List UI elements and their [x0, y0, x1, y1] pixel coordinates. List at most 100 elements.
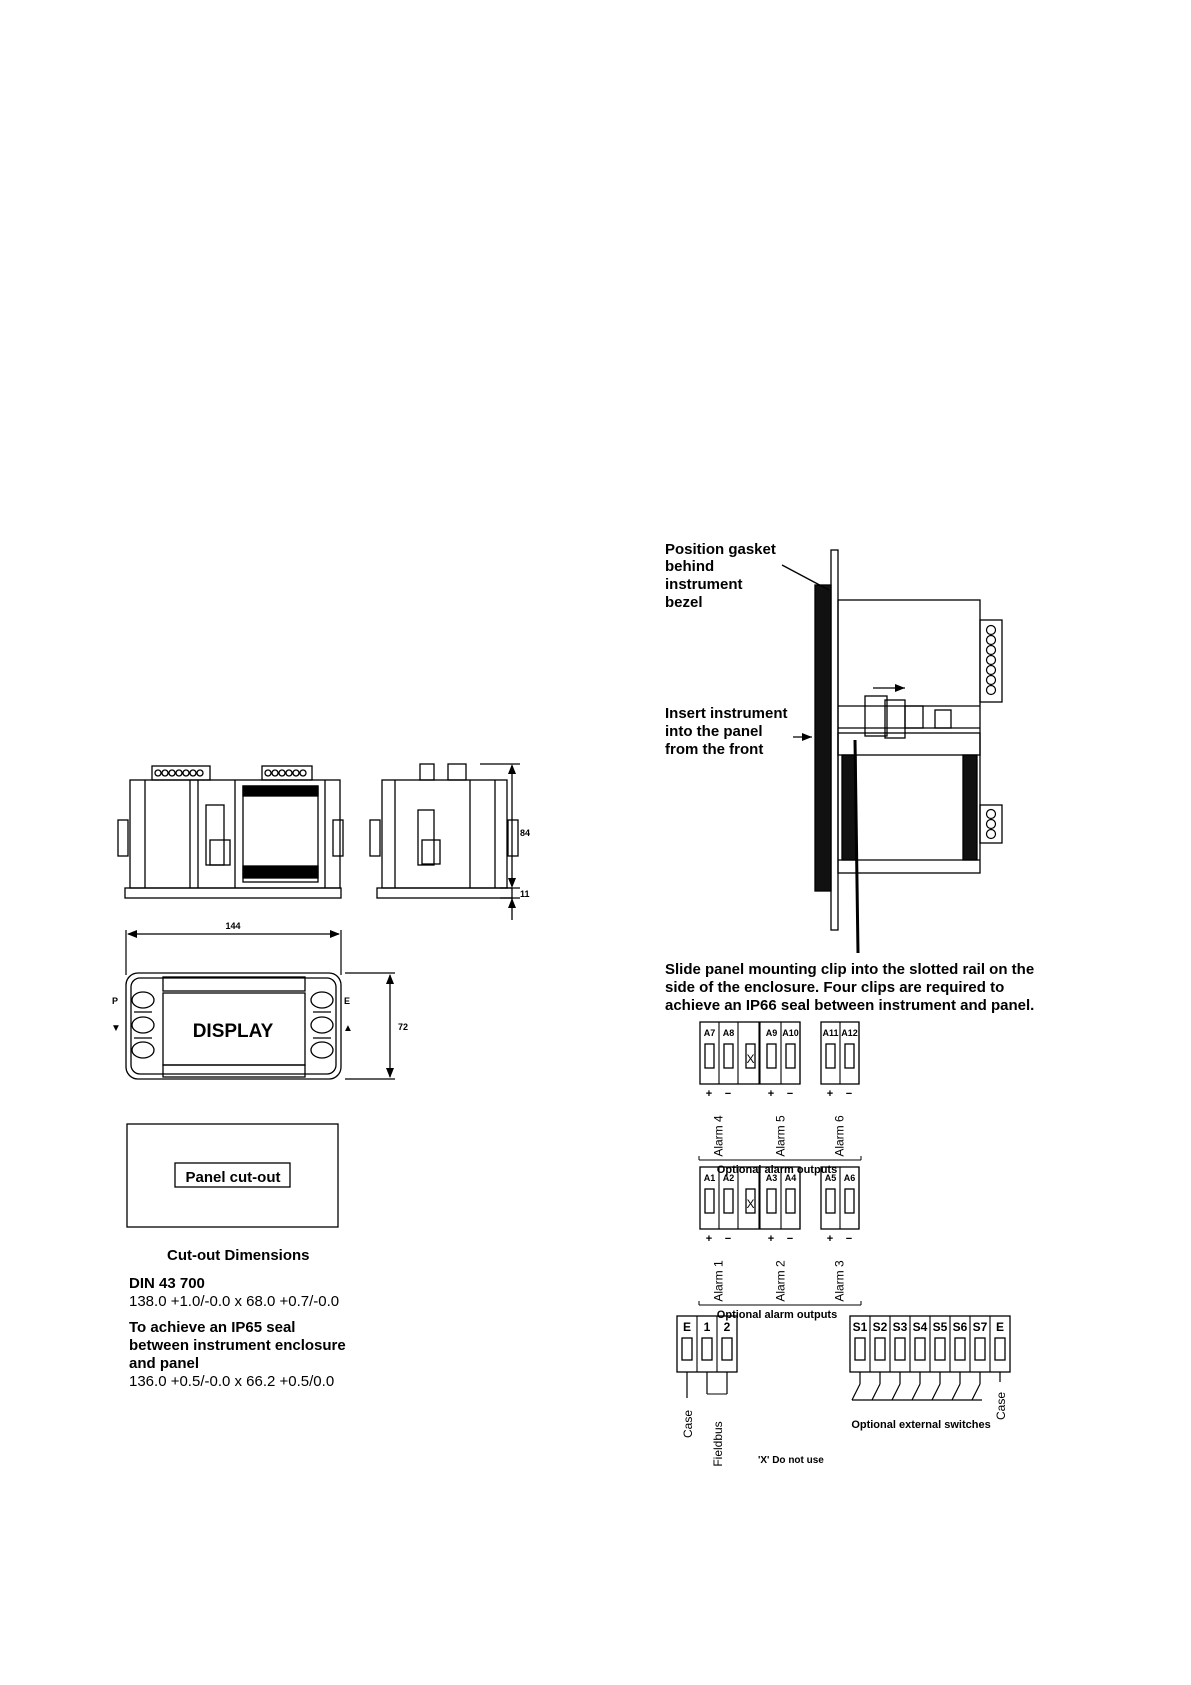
- panel-cutout-label: Panel cut-out: [185, 1169, 280, 1186]
- terminal-slot: [681, 1337, 693, 1361]
- switch-contact: [871, 1383, 881, 1401]
- gasket-note-2: behind: [665, 558, 714, 575]
- switch-contact: [931, 1383, 941, 1401]
- switch-contact: [971, 1383, 981, 1401]
- terminal-slot: [745, 1188, 756, 1214]
- terminal-plus: +: [827, 1088, 833, 1100]
- terminal-slot: [974, 1337, 986, 1361]
- terminal-plus: +: [768, 1233, 774, 1245]
- instrument-top-view: [117, 765, 344, 899]
- switch-contact: [851, 1383, 861, 1401]
- terminal-slot: [854, 1337, 866, 1361]
- terminal-minus: −: [846, 1233, 852, 1245]
- terminal-minus: −: [787, 1233, 793, 1245]
- width-arrows: [127, 930, 340, 938]
- terminal-minus: −: [725, 1088, 731, 1100]
- panel-side-view: [781, 549, 1003, 954]
- instrument-end-view: [369, 763, 520, 920]
- terminal-slot: [704, 1188, 715, 1214]
- terminal-label: 2: [724, 1320, 731, 1334]
- terminal-label: A5: [825, 1173, 837, 1183]
- terminal-slot: [766, 1188, 777, 1214]
- terminal-label: A7: [704, 1028, 716, 1038]
- terminal-label: A4: [785, 1173, 797, 1183]
- height-72-arrows: [386, 974, 394, 1078]
- side-view-arrowheads: [802, 684, 905, 741]
- terminal-slot: [704, 1043, 715, 1069]
- insert-note-1: Insert instrument: [665, 705, 788, 722]
- ip65-value: 136.0 +0.5/-0.0 x 66.2 +0.5/0.0: [129, 1373, 335, 1390]
- terminal-slot: [766, 1043, 777, 1069]
- terminal-slot: [723, 1188, 734, 1214]
- din-label: DIN 43 700: [129, 1275, 205, 1292]
- case-label: Case: [681, 1410, 695, 1438]
- terminal-slot: [825, 1188, 836, 1214]
- terminal-label: A6: [844, 1173, 856, 1183]
- terminal-label: 1: [704, 1320, 711, 1334]
- terminal-label: S7: [973, 1320, 988, 1334]
- clip-note-1: Slide panel mounting clip into the slott…: [665, 961, 1034, 978]
- display-label: DISPLAY: [193, 1021, 274, 1042]
- dimension-72: 72: [398, 1022, 408, 1032]
- key-down-label: ▼: [111, 1023, 121, 1034]
- front-panel: [125, 972, 395, 1080]
- terminal-minus: −: [725, 1233, 731, 1245]
- panel-cutout-box: [126, 1123, 339, 1228]
- terminal-slot: [785, 1188, 796, 1214]
- terminal-slot: [723, 1043, 734, 1069]
- terminal-minus: −: [787, 1088, 793, 1100]
- terminal-label: A10: [782, 1028, 799, 1038]
- terminal-label: S1: [853, 1320, 868, 1334]
- gasket-note-1: Position gasket: [665, 541, 776, 558]
- switch-contact: [891, 1383, 901, 1401]
- terminal-slot: [745, 1043, 756, 1069]
- terminal-slot: [785, 1043, 796, 1069]
- alarm-label: Alarm 3: [833, 1260, 847, 1302]
- terminal-slot: [844, 1188, 855, 1214]
- terminal-label: A2: [723, 1173, 735, 1183]
- terminal-slot: [721, 1337, 733, 1361]
- alarm-label: Alarm 4: [712, 1115, 726, 1157]
- key-e-label: E: [344, 996, 350, 1006]
- terminal-label: E: [996, 1320, 1004, 1334]
- ip65-line-1: To achieve an IP65 seal: [129, 1319, 296, 1336]
- insert-note-3: from the front: [665, 741, 763, 758]
- terminal-label: A9: [766, 1028, 778, 1038]
- terminal-label: A11: [822, 1028, 838, 1038]
- terminal-slot: [874, 1337, 886, 1361]
- terminal-slot: [994, 1337, 1006, 1361]
- case-label: Case: [994, 1392, 1008, 1420]
- terminal-slot: [894, 1337, 906, 1361]
- panel-cutout-label-box: [174, 1162, 291, 1188]
- terminal-label: A3: [766, 1173, 778, 1183]
- footnote-do-not-use: 'X' Do not use: [758, 1455, 824, 1466]
- terminal-plus: +: [706, 1233, 712, 1245]
- terminal-label: A12: [841, 1028, 858, 1038]
- alarm-label: Alarm 2: [774, 1260, 788, 1302]
- terminal-slot: [825, 1043, 836, 1069]
- alarm-label: Alarm 6: [833, 1115, 847, 1157]
- key-up-label: ▲: [343, 1023, 353, 1034]
- switch-contact: [951, 1383, 961, 1401]
- terminal-label: S4: [913, 1320, 928, 1334]
- key-p-label: P: [112, 996, 118, 1006]
- din-value: 138.0 +1.0/-0.0 x 68.0 +0.7/-0.0: [129, 1293, 340, 1310]
- terminal-slot: [701, 1337, 713, 1361]
- switch-contact: [911, 1383, 921, 1401]
- fieldbus-label: Fieldbus: [711, 1421, 725, 1466]
- terminal-plus: +: [768, 1088, 774, 1100]
- terminal-slot: [954, 1337, 966, 1361]
- side-view-terminal-circles: [985, 624, 997, 840]
- terminal-minus: −: [846, 1088, 852, 1100]
- cutout-title: Cut-out Dimensions: [167, 1247, 310, 1264]
- terminal-plus: +: [706, 1088, 712, 1100]
- terminal-label: A1: [704, 1173, 716, 1183]
- dimension-arrows: [508, 764, 516, 908]
- dimension-144: 144: [225, 921, 240, 931]
- switch-caption: Optional external switches: [851, 1419, 990, 1431]
